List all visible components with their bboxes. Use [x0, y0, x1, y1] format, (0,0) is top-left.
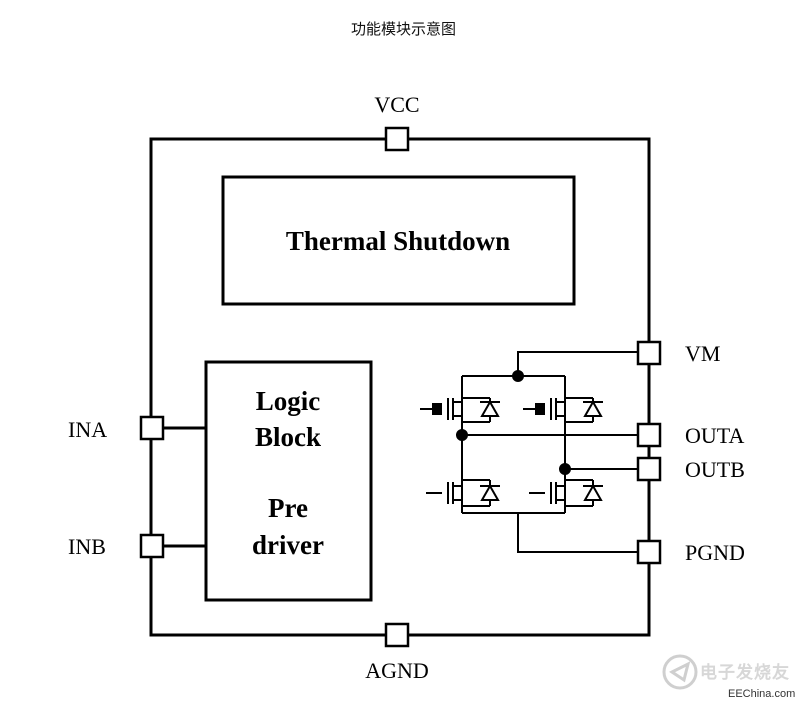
mosfet-top-right [523, 397, 603, 423]
outb-pin-pad [636, 456, 662, 482]
ina-pin-label: INA [68, 417, 107, 442]
vcc-pin-pad [384, 126, 410, 152]
watermark-logo-text: 电子发烧友 [700, 663, 790, 683]
block-label: Block [255, 422, 321, 452]
pgnd-pin-pad [636, 539, 662, 565]
inb-pin-pad [139, 533, 165, 559]
pre-label: Pre [268, 493, 308, 523]
mosfet-bottom-right [529, 479, 603, 507]
outb-pin-label: OUTB [685, 457, 745, 482]
watermark-site: EEChina.com [728, 688, 796, 700]
outa-pin-label: OUTA [685, 423, 744, 448]
h-bridge [420, 351, 638, 553]
ina-pin-pad [139, 415, 165, 441]
agnd-pin-label: AGND [365, 658, 429, 683]
mosfet-top-left [420, 397, 500, 423]
diagram-title: 功能模块示意图 [350, 20, 456, 38]
junction-dot-vm [512, 370, 524, 382]
outa-pin-pad [636, 422, 662, 448]
driver-label: driver [252, 530, 324, 560]
watermark-logo-icon [662, 654, 698, 690]
pgnd-pin-label: PGND [685, 540, 745, 565]
logic-label: Logic [256, 386, 321, 416]
logic-block [204, 360, 373, 602]
vcc-pin-label: VCC [374, 92, 419, 117]
vm-pin-pad [636, 340, 662, 366]
thermal-shutdown-label: Thermal Shutdown [286, 226, 510, 256]
junction-dot-outa [456, 429, 468, 441]
junction-dot-outb [559, 463, 571, 475]
mosfet-bottom-left [426, 479, 500, 507]
agnd-pin-pad [384, 622, 410, 648]
vm-pin-label: VM [685, 341, 720, 366]
thermal-shutdown-block [221, 175, 576, 306]
inb-pin-label: INB [68, 534, 106, 559]
